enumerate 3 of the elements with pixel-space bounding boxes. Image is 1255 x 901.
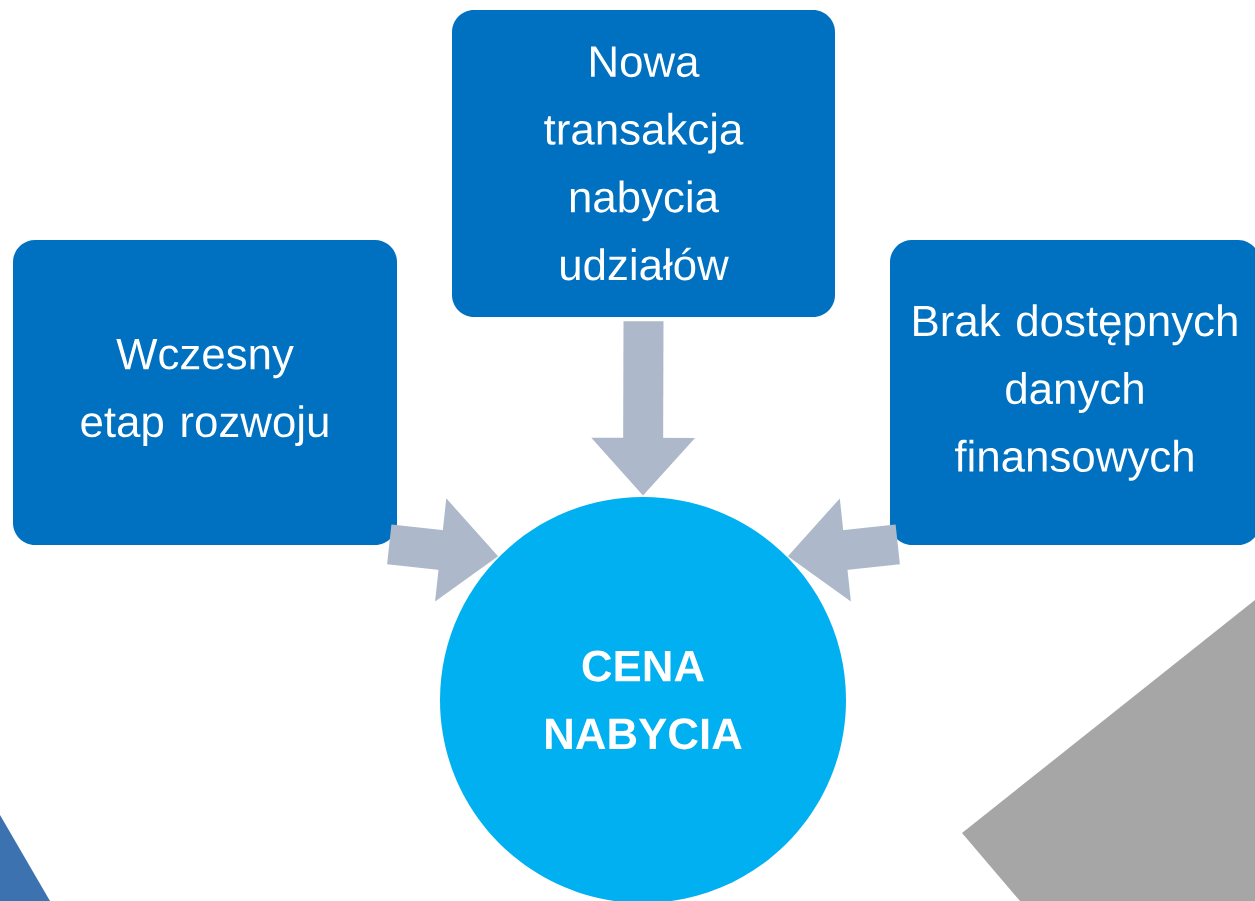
text-box: Nowa transakcja nabycia udziałów <box>452 10 835 317</box>
text-box: Wczesny etap rozwoju <box>13 240 397 545</box>
text-box: Brak dostępnych danych finansowych <box>890 240 1255 545</box>
